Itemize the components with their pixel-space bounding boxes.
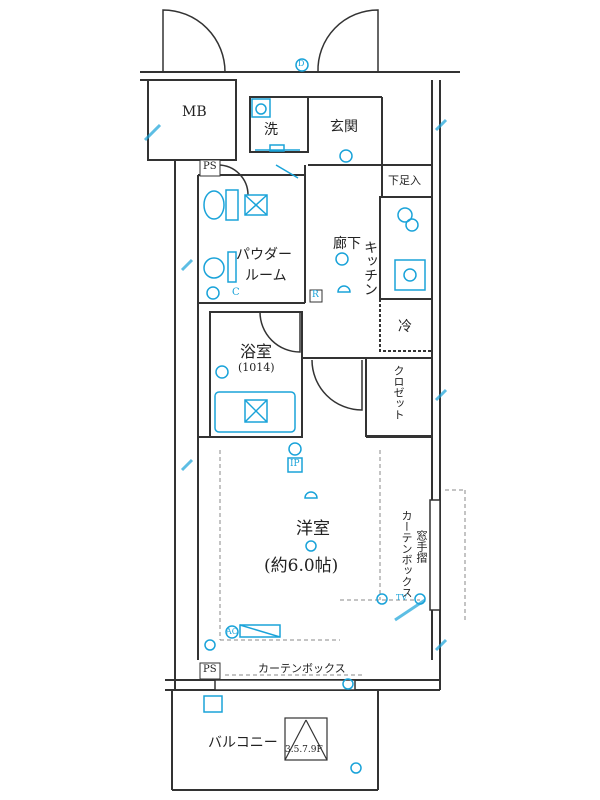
ac-label: AC: [226, 627, 238, 636]
room-label-laundry: 洗: [264, 122, 278, 138]
r-label: R: [312, 290, 319, 300]
room-label-western-room-size: (約6.0帖): [264, 556, 339, 576]
room-label-entrance: 玄関: [330, 119, 358, 135]
room-label-powder-room-2: ルーム: [245, 268, 287, 284]
d-label: D: [298, 59, 305, 68]
label-balcony-hatch: 3.5.7.9F: [285, 745, 323, 755]
ps-label-bottom: PS: [203, 664, 217, 675]
ip-label: IP: [290, 459, 300, 469]
room-label-mb: MB: [182, 104, 207, 120]
room-label-bathroom-size: (1014): [238, 361, 275, 374]
label-curtain-box-side: カーテンボックス: [400, 510, 413, 598]
label-window-handrail: 窓手摺: [415, 530, 428, 563]
tv-label: TV: [396, 593, 408, 602]
room-label-hallway: 廊下: [333, 236, 361, 252]
room-label-balcony: バルコニー: [208, 735, 278, 751]
room-label-shoe-storage: 下足入: [388, 174, 421, 187]
room-label-bathroom: 浴室: [240, 342, 273, 361]
label-curtain-box-bottom: カーテンボックス: [258, 662, 346, 675]
room-label-kitchen: キッチン: [362, 240, 378, 296]
room-label-fridge: 冷: [398, 319, 412, 335]
ps-label-top: PS: [203, 161, 217, 172]
room-label-closet: クロゼット: [392, 365, 405, 420]
room-label-powder-room-1: パウダー: [236, 247, 292, 263]
room-label-western-room: 洋室: [296, 519, 330, 539]
c-label: C: [232, 287, 240, 298]
